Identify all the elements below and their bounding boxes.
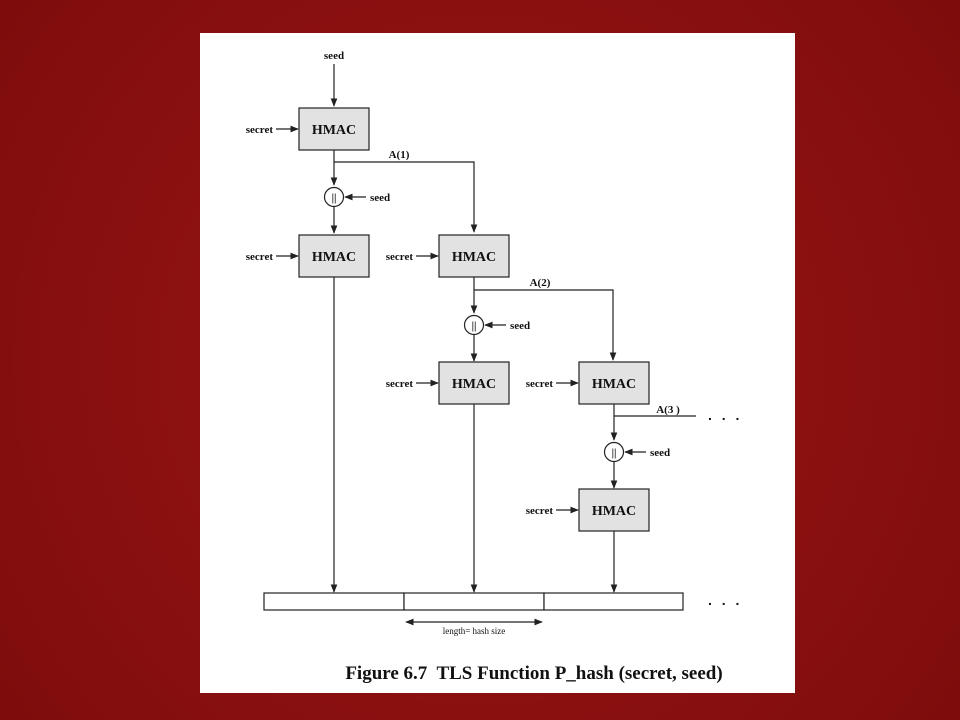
hmac-label-6: HMAC	[592, 504, 636, 519]
hmac-block-3	[438, 234, 510, 278]
seed-label-1: seed	[370, 192, 390, 204]
hmac-label-4: HMAC	[452, 377, 496, 392]
concat-op-3	[603, 441, 625, 463]
output-segment-1	[263, 592, 405, 611]
concat-op-1	[323, 186, 345, 208]
secret-label-1: secret	[246, 124, 274, 136]
hmac-label-3: HMAC	[452, 250, 496, 265]
secret-label-4: secret	[386, 378, 414, 390]
concat-op-2	[463, 314, 485, 336]
concat-symbol-2: ||	[472, 320, 477, 332]
output-segment-3	[543, 592, 684, 611]
ellipsis-bottom: . . .	[708, 592, 742, 608]
hmac-block-1	[298, 107, 370, 151]
output-segment-2	[403, 592, 545, 611]
hmac-block-4	[438, 361, 510, 405]
a2-label: A(2)	[530, 277, 551, 289]
a1-label: A(1)	[389, 149, 410, 161]
hmac-label-5: HMAC	[592, 377, 636, 392]
length-label: length= hash size	[443, 626, 506, 636]
a3-label: A(3 )	[656, 404, 680, 416]
secret-label-5: secret	[526, 378, 554, 390]
hmac-block-6	[578, 488, 650, 532]
concat-symbol-1: ||	[332, 192, 337, 204]
hmac-block-5	[578, 361, 650, 405]
hmac-label-1: HMAC	[312, 123, 356, 138]
a1-branch-arrow	[334, 161, 478, 233]
seed-label-3: seed	[650, 447, 670, 459]
secret-label-2: secret	[246, 251, 274, 263]
figure-caption: Figure 6.7 TLS Function P_hash (secret, …	[345, 663, 722, 684]
seed-label-2: seed	[510, 320, 530, 332]
secret-label-3: secret	[386, 251, 414, 263]
concat-symbol-3: ||	[612, 447, 617, 459]
secret-label-6: secret	[526, 505, 554, 517]
seed-label-top: seed	[324, 50, 344, 62]
hmac-label-2: HMAC	[312, 250, 356, 265]
ellipsis-right: . . .	[708, 407, 742, 423]
a2-branch-arrow	[474, 289, 617, 361]
